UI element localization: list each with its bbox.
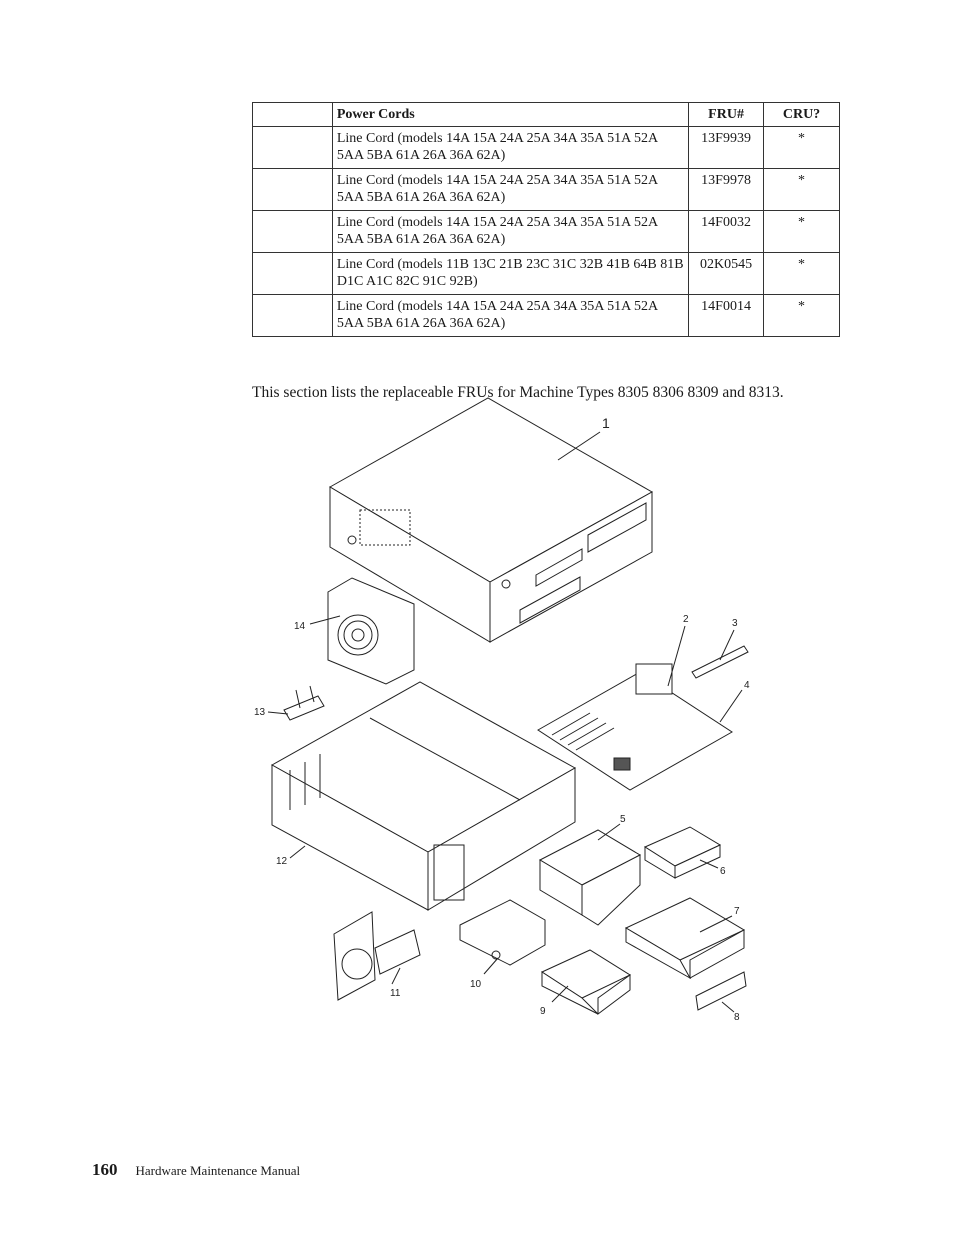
- part-10-switch-bracket: [459, 899, 546, 966]
- callout-10: 10: [470, 979, 482, 990]
- page-number: 160: [92, 1160, 118, 1179]
- row-fru: 13F9939: [688, 126, 765, 169]
- callout-4: 4: [744, 680, 750, 691]
- row-description: Line Cord (models 14A 15A 24A 25A 34A 35…: [331, 168, 690, 211]
- manual-title: Hardware Maintenance Manual: [135, 1163, 301, 1178]
- part-12-chassis: [270, 681, 577, 911]
- table-row: Line Cord (models 14A 15A 24A 25A 34A 35…: [252, 168, 840, 211]
- callout-6: 6: [720, 866, 726, 877]
- row-description: Line Cord (models 14A 15A 24A 25A 34A 35…: [331, 126, 690, 169]
- row-fru: 13F9978: [688, 168, 765, 211]
- part-13-bracket: [283, 685, 325, 721]
- callout-9: 9: [540, 1006, 546, 1017]
- table-row: Line Cord (models 14A 15A 24A 25A 34A 35…: [252, 294, 840, 337]
- part-7-cdrom-drive: [624, 897, 746, 980]
- row-description: Line Cord (models 14A 15A 24A 25A 34A 35…: [331, 294, 690, 337]
- row-description: Line Cord (models 14A 15A 24A 25A 34A 35…: [331, 210, 690, 253]
- part-5-drive-cage: [538, 829, 642, 926]
- part-3-memory: [691, 645, 749, 679]
- row-index: [252, 294, 333, 337]
- row-cru: *: [763, 210, 840, 253]
- part-9-hard-disk-drive: [540, 949, 632, 1015]
- row-fru: 14F0014: [688, 294, 765, 337]
- callout-1: 1: [602, 415, 610, 431]
- callout-14: 14: [294, 621, 306, 632]
- callout-7: 7: [734, 906, 740, 917]
- table-row: Line Cord (models 14A 15A 24A 25A 34A 35…: [252, 126, 840, 169]
- power-cords-table: Power Cords FRU# CRU? Line Cord (models …: [252, 102, 840, 337]
- callout-13: 13: [254, 707, 266, 718]
- table-row: Line Cord (models 14A 15A 24A 25A 34A 35…: [252, 210, 840, 253]
- intro-paragraph: This section lists the replaceable FRUs …: [252, 383, 784, 401]
- callout-12: 12: [276, 856, 288, 867]
- page-footer: 160 Hardware Maintenance Manual: [92, 1160, 300, 1180]
- part-1-cover: [329, 397, 654, 643]
- row-cru: *: [763, 168, 840, 211]
- part-8-bezel-blank: [695, 971, 747, 1011]
- part-4-system-board: [537, 663, 733, 791]
- callout-3: 3: [732, 618, 738, 629]
- row-cru: *: [763, 252, 840, 295]
- callout-5: 5: [620, 814, 626, 825]
- header-cru: CRU?: [763, 102, 840, 127]
- part-11-fan: [333, 911, 421, 1001]
- part-6-diskette-drive: [643, 826, 722, 879]
- row-description: Line Cord (models 11B 13C 21B 23C 31C 32…: [331, 252, 690, 295]
- row-index: [252, 252, 333, 295]
- part-14-power-supply: [327, 577, 415, 685]
- callout-11: 11: [390, 988, 401, 999]
- callout-8: 8: [734, 1012, 740, 1023]
- row-fru: 14F0032: [688, 210, 765, 253]
- callout-2: 2: [683, 614, 689, 625]
- row-cru: *: [763, 294, 840, 337]
